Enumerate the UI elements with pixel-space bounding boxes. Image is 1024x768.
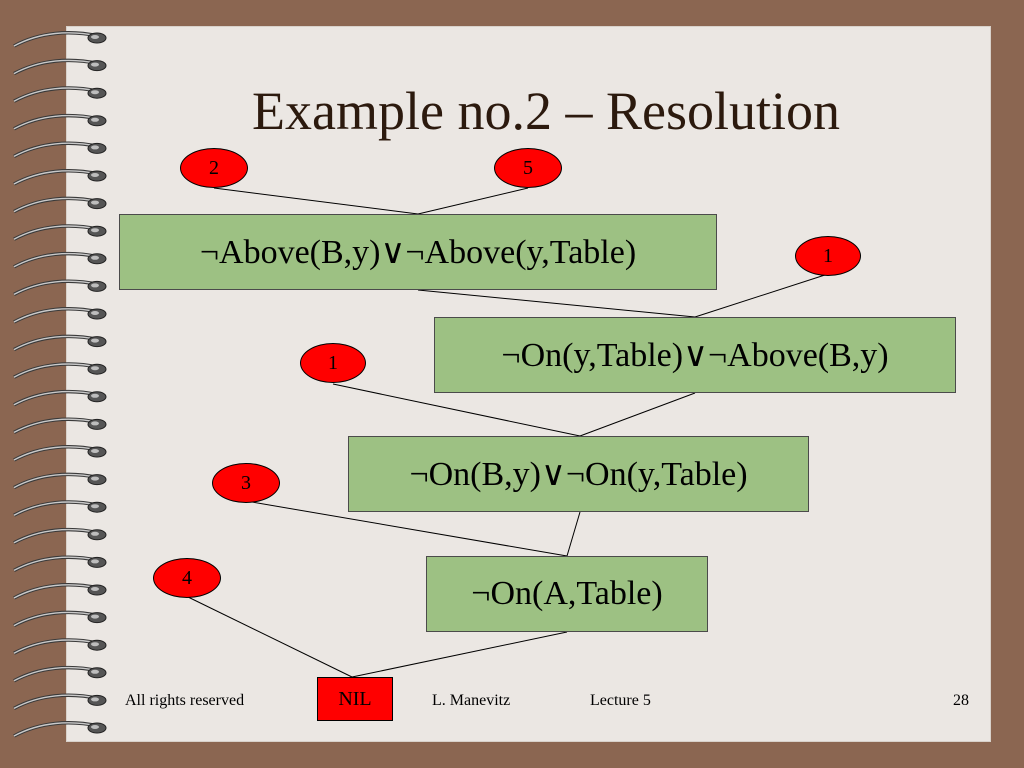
spiral-ring [13, 693, 107, 710]
footer-page-number: 28 [953, 692, 969, 709]
spiral-ring [13, 334, 107, 352]
spiral-ring [13, 224, 107, 241]
parent-badge-5: 5 [494, 148, 562, 188]
spiral-ring [13, 721, 107, 738]
spiral-ring [13, 113, 107, 131]
parent-badge-1-mid: 1 [300, 343, 366, 383]
spiral-ring [13, 665, 107, 683]
spiral-ring [13, 362, 107, 379]
spiral-ring [13, 583, 107, 600]
spiral-ring [13, 389, 107, 407]
spiral-ring [13, 500, 107, 517]
spiral-ring [13, 31, 107, 48]
resolvent-clause-3: ¬On(B,y)∨¬On(y,Table) [348, 436, 809, 512]
spiral-ring [13, 141, 107, 158]
spiral-ring [13, 279, 107, 296]
spiral-ring [13, 555, 107, 572]
spiral-ring [13, 527, 107, 545]
spiral-ring [13, 251, 107, 269]
parent-badge-2: 2 [180, 148, 248, 188]
resolvent-clause-4: ¬On(A,Table) [426, 556, 708, 632]
spiral-ring [13, 610, 107, 628]
nil-box: NIL [317, 677, 393, 721]
parent-badge-3: 3 [212, 463, 280, 503]
spiral-ring [13, 638, 107, 655]
parent-badge-4: 4 [153, 558, 221, 598]
spiral-ring [13, 445, 107, 462]
resolvent-clause-2: ¬On(y,Table)∨¬Above(B,y) [434, 317, 956, 393]
spiral-ring [13, 307, 107, 324]
footer-author: L. Manevitz [432, 692, 511, 709]
spiral-ring [13, 169, 107, 186]
parent-badge-1-top: 1 [795, 236, 861, 276]
spiral-ring [13, 417, 107, 434]
footer-lecture: Lecture 5 [590, 692, 651, 709]
spiral-ring [13, 58, 107, 76]
footer-rights: All rights reserved [125, 692, 245, 709]
resolvent-clause-1: ¬Above(B,y)∨¬Above(y,Table) [119, 214, 717, 290]
spiral-ring [13, 86, 107, 103]
slide-title: Example no.2 – Resolution [252, 81, 840, 141]
spiral-binding [13, 31, 107, 738]
spiral-ring [13, 472, 107, 490]
spiral-ring [13, 196, 107, 214]
